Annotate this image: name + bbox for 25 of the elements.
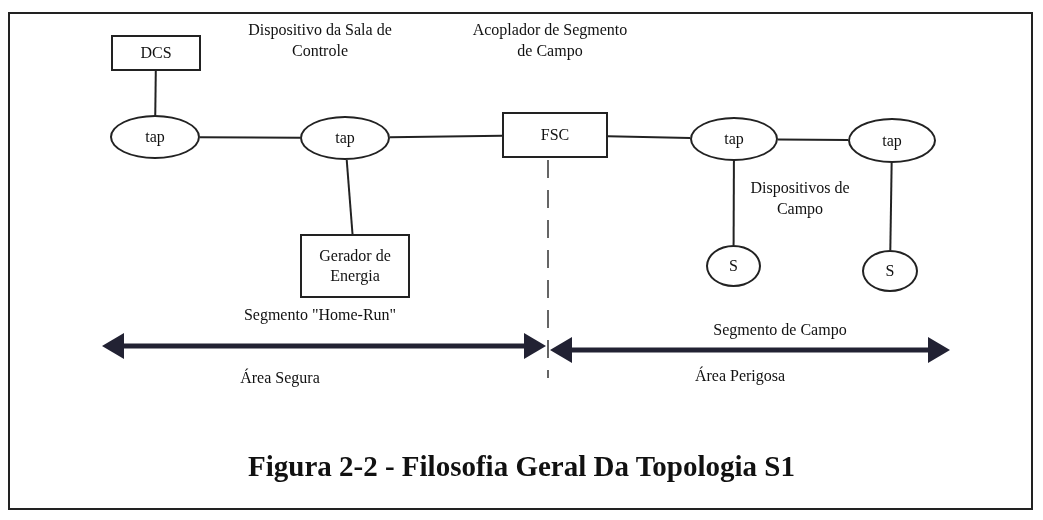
connector-line [889, 162, 893, 251]
coupler-label: Acoplador de Segmento de Campo [471, 20, 629, 62]
device-box: DCS [111, 35, 201, 71]
connector-line [777, 138, 849, 142]
connector-line [199, 136, 301, 139]
connector-line [607, 135, 692, 139]
area-label: Área Segura [239, 368, 321, 389]
figure-caption: Figura 2-2 - Filosofia Geral Da Topologia S1 [247, 450, 796, 483]
connector-line [732, 160, 735, 246]
area-label: Área Perigosa [693, 366, 787, 387]
control-room-label: Dispositivo da Sala de Controle [247, 20, 393, 61]
sensor-circle: S [706, 245, 761, 287]
segment-label: Segmento de Campo [712, 320, 848, 341]
tap-ellipse: tap [110, 115, 200, 159]
tap-ellipse: tap [848, 118, 936, 163]
tap-ellipse: tap [690, 117, 778, 161]
connector-line [389, 134, 503, 139]
sensor-circle: S [862, 250, 918, 292]
connector-line [154, 70, 157, 116]
tap-ellipse: tap [300, 116, 390, 160]
connector-line [345, 159, 354, 235]
coupler-box: FSC [502, 112, 608, 158]
device-box: Gerador de Energia [300, 234, 410, 298]
segment-label: Segmento "Home-Run" [242, 305, 398, 326]
field-devices-label: Dispositivos de Campo [749, 178, 851, 220]
